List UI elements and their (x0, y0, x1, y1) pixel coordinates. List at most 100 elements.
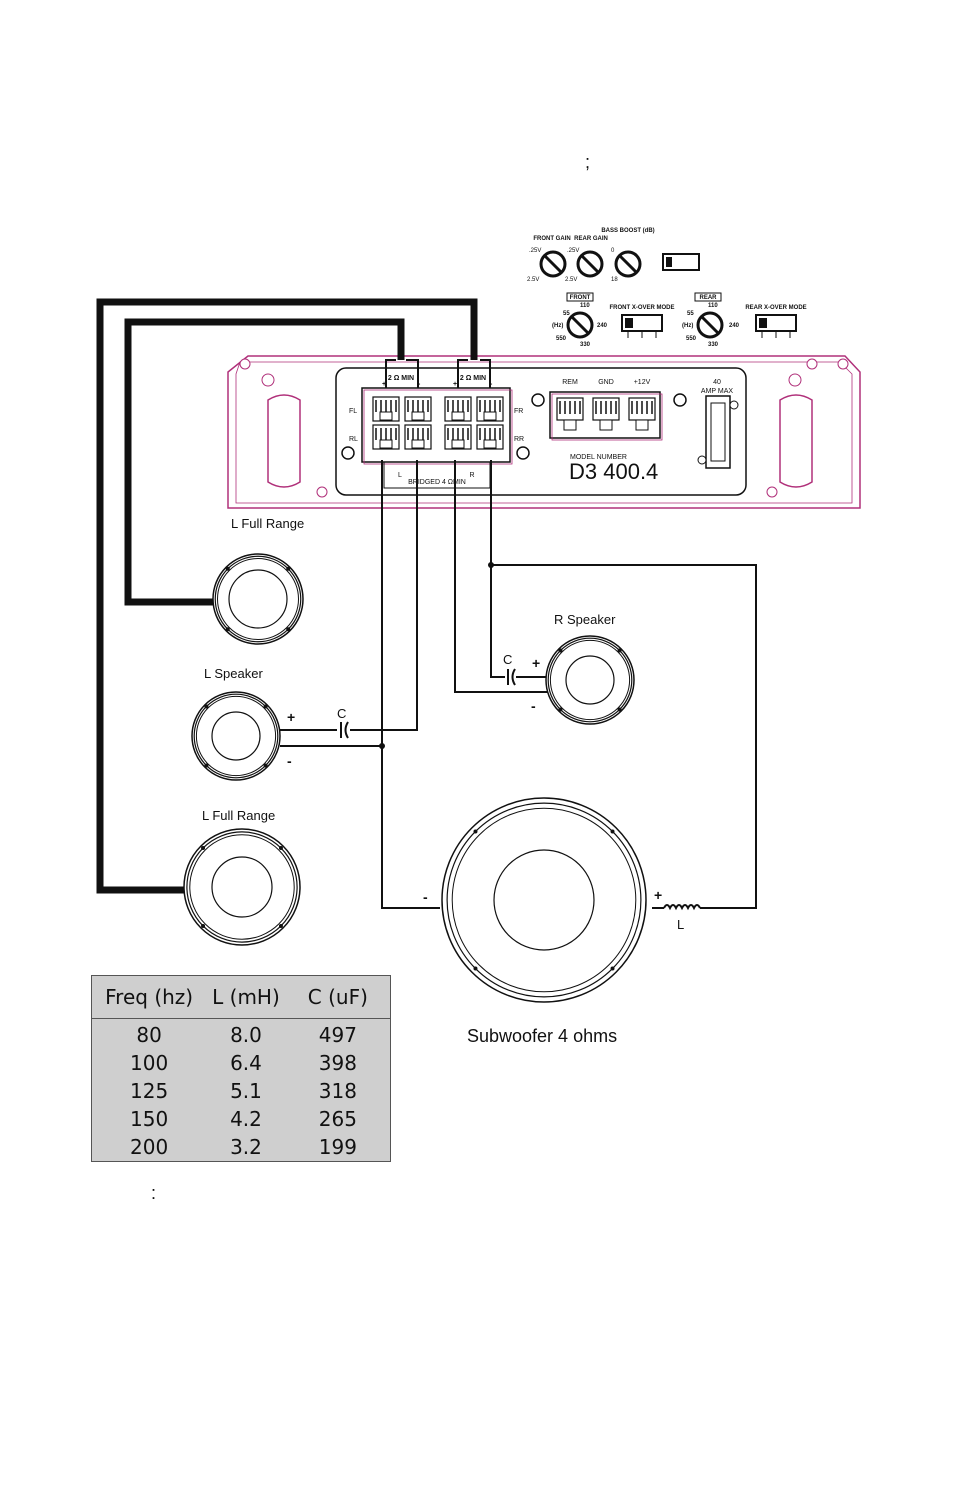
r-speaker-label: R Speaker (554, 612, 616, 627)
cell-l: 3.2 (230, 1135, 262, 1159)
table-row: 100 6.4 398 (92, 1049, 390, 1077)
plus-mark-2: + (453, 381, 457, 388)
speaker-terminal-post (404, 396, 432, 422)
front-f330: 330 (580, 342, 591, 348)
cell-c: 318 (318, 1079, 357, 1103)
header-freq: Freq (hz) (105, 985, 194, 1009)
junction-dot-1 (379, 743, 385, 749)
rr-label: RR (514, 436, 524, 443)
wire-stubs (385, 359, 491, 388)
front-hz: (Hz) (552, 323, 563, 329)
rear-hz: (Hz) (682, 323, 693, 329)
rear-f330: 330 (708, 342, 719, 348)
bridged-label: BRIDGED 4 ΩMIN (408, 479, 466, 486)
cell-l: 8.0 (230, 1023, 262, 1047)
header-l: L (mH) (212, 985, 280, 1009)
table-row: 200 3.2 199 (92, 1133, 390, 1161)
fuse-holder (697, 395, 739, 469)
l-speaker (191, 691, 281, 781)
cap-label-r: C (503, 652, 512, 667)
front-f55: 55 (563, 311, 570, 317)
junction-dot-2 (488, 562, 494, 568)
bass-boost-knob[interactable] (614, 250, 642, 278)
gnd-label: GND (598, 379, 614, 386)
cell-freq: 100 (130, 1051, 169, 1075)
front-gain-label: FRONT GAIN (533, 236, 570, 242)
thin-wires (280, 460, 757, 909)
speaker-terminal-post (476, 396, 504, 422)
top-mark: ; (585, 152, 591, 172)
bridged-l: L (398, 472, 402, 479)
rear-xover-knob[interactable] (696, 311, 724, 339)
12v-label: +12V (634, 379, 651, 386)
minus-mark-1: - (418, 381, 421, 388)
cell-l: 5.1 (230, 1079, 262, 1103)
speaker-terminal-post (444, 424, 472, 450)
power-terminal-post (556, 397, 584, 431)
mount-screw-3 (341, 446, 355, 460)
speaker-terminal-post (444, 396, 472, 422)
mount-screw-4 (516, 446, 530, 460)
sub-minus: - (423, 889, 428, 905)
rear-gain-knob[interactable] (576, 250, 604, 278)
fuse-value: 40 (713, 379, 721, 386)
rl-label: RL (349, 436, 358, 443)
cell-l: 4.2 (230, 1107, 262, 1131)
r-speaker-plus: + (532, 655, 540, 671)
power-terminal-post (592, 397, 620, 431)
l-full-range-top-label: L Full Range (231, 516, 304, 531)
front-xover-label: FRONT X-OVER MODE (609, 305, 674, 311)
front-f240: 240 (597, 323, 608, 329)
cell-c: 398 (318, 1051, 357, 1075)
min-label-right: 2 Ω MIN (460, 375, 486, 382)
cell-c: 497 (318, 1023, 357, 1047)
model-number-label: MODEL NUMBER (570, 454, 627, 461)
speaker-terminal-post (372, 396, 400, 422)
rear-f55: 55 (687, 311, 694, 317)
thick-wires (96, 298, 478, 894)
rem-label: REM (562, 379, 578, 386)
cell-freq: 80 (136, 1023, 162, 1047)
control-panel: FRONT GAIN REAR GAIN BASS BOOST (dB) .25… (527, 228, 655, 283)
frequency-table: Freq (hz) L (mH) C (uF) 80 8.0 497 100 6… (91, 975, 391, 1162)
front-box (566, 292, 594, 302)
subwoofer-label: Subwoofer 4 ohms (467, 1026, 617, 1046)
speaker-terminal-post (476, 424, 504, 450)
front-f550: 550 (556, 336, 567, 342)
bottom-mark: : (151, 1183, 157, 1203)
l-full-range-top-speaker (212, 553, 304, 645)
header-c: C (uF) (307, 985, 368, 1009)
l-speaker-plus: + (287, 709, 295, 725)
table-row: 125 5.1 318 (92, 1077, 390, 1105)
rear-xover-label: REAR X-OVER MODE (745, 305, 806, 311)
cell-freq: 200 (130, 1135, 169, 1159)
minus-mark-2: - (490, 381, 493, 388)
cell-freq: 125 (130, 1079, 169, 1103)
front-xover-knob[interactable] (566, 311, 594, 339)
power-terminal-post (628, 397, 656, 431)
l-speaker-minus: - (287, 753, 292, 769)
inductor-icon (663, 904, 701, 911)
l-full-range-bottom-speaker (183, 828, 301, 946)
fr-label: FR (514, 408, 523, 415)
mount-screw-2 (673, 393, 687, 407)
bridged-r: R (469, 472, 474, 479)
rear-gain-high: 2.5V (565, 277, 577, 283)
min-label-left: 2 Ω MIN (388, 375, 414, 382)
r-speaker-minus: - (531, 698, 536, 714)
plus-mark-1: + (382, 381, 386, 388)
bass-boost-0: 0 (611, 248, 615, 254)
r-speaker (545, 635, 635, 725)
rear-box (694, 292, 722, 302)
model-number: D3 400.4 (569, 459, 658, 484)
switch-top[interactable] (662, 253, 700, 271)
fl-label: FL (349, 408, 357, 415)
front-gain-knob[interactable] (539, 250, 567, 278)
rear-xover-switch[interactable] (755, 314, 797, 338)
rear-box-label: REAR (699, 295, 717, 301)
front-xover-switch[interactable] (621, 314, 663, 338)
capacitor-r (507, 668, 516, 686)
front-gain-low: .25V (529, 248, 541, 254)
front-box-label: FRONT (570, 295, 591, 301)
